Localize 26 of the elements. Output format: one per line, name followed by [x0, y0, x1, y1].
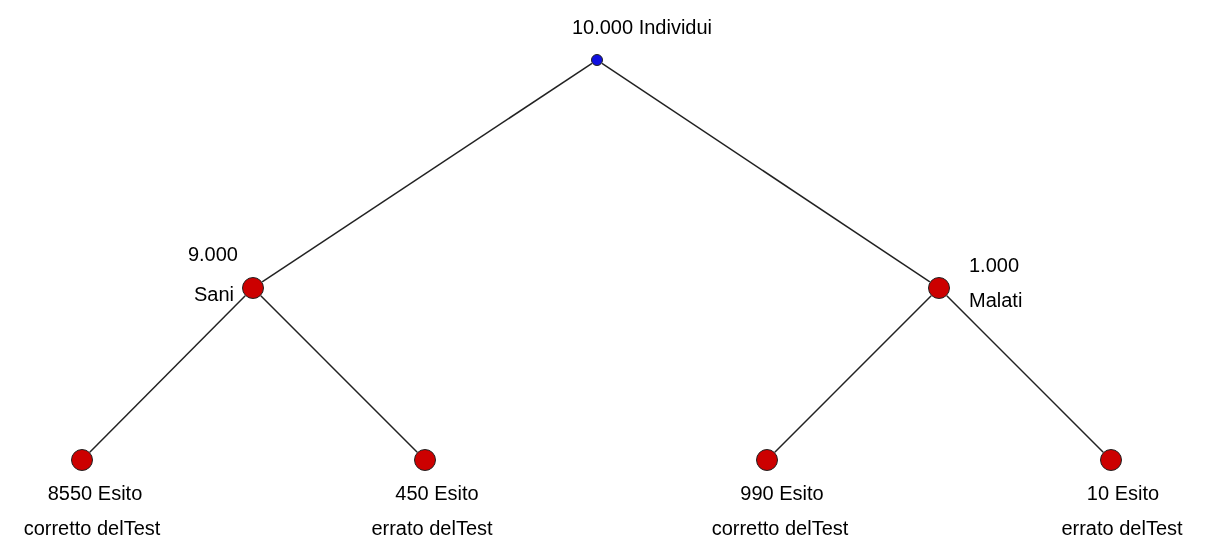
connector-line: [260, 295, 418, 453]
tree-node-circle: [928, 277, 950, 299]
node-caption: errato delTest: [1061, 516, 1183, 539]
node-caption: 450 Esito: [395, 481, 479, 505]
connector-line: [601, 62, 931, 283]
node-caption: corretto delTest: [711, 516, 849, 539]
node-caption: 1.000: [969, 253, 1020, 277]
node-caption: Sani: [193, 282, 234, 306]
node-caption: corretto delTest: [23, 516, 161, 539]
tree-node-circle: [242, 277, 264, 299]
node-caption: Malati: [969, 288, 1023, 312]
node-caption: 10.000 Individui: [571, 15, 713, 39]
connector-line: [89, 295, 246, 453]
node-caption: errato delTest: [371, 516, 493, 539]
tree-node-circle: [1100, 449, 1122, 471]
node-caption: 8550 Esito: [47, 481, 143, 505]
connector-line: [261, 62, 593, 283]
connector-line: [946, 295, 1104, 453]
tree-node-circle: [414, 449, 436, 471]
tree-node-circle: [71, 449, 93, 471]
node-caption: 990 Esito: [740, 481, 824, 505]
connector-line: [774, 295, 932, 453]
tree-node-circle: [756, 449, 778, 471]
node-caption: 10 Esito: [1086, 481, 1160, 505]
node-caption: 9.000: [187, 242, 238, 266]
tree-node-circle: [591, 54, 603, 66]
